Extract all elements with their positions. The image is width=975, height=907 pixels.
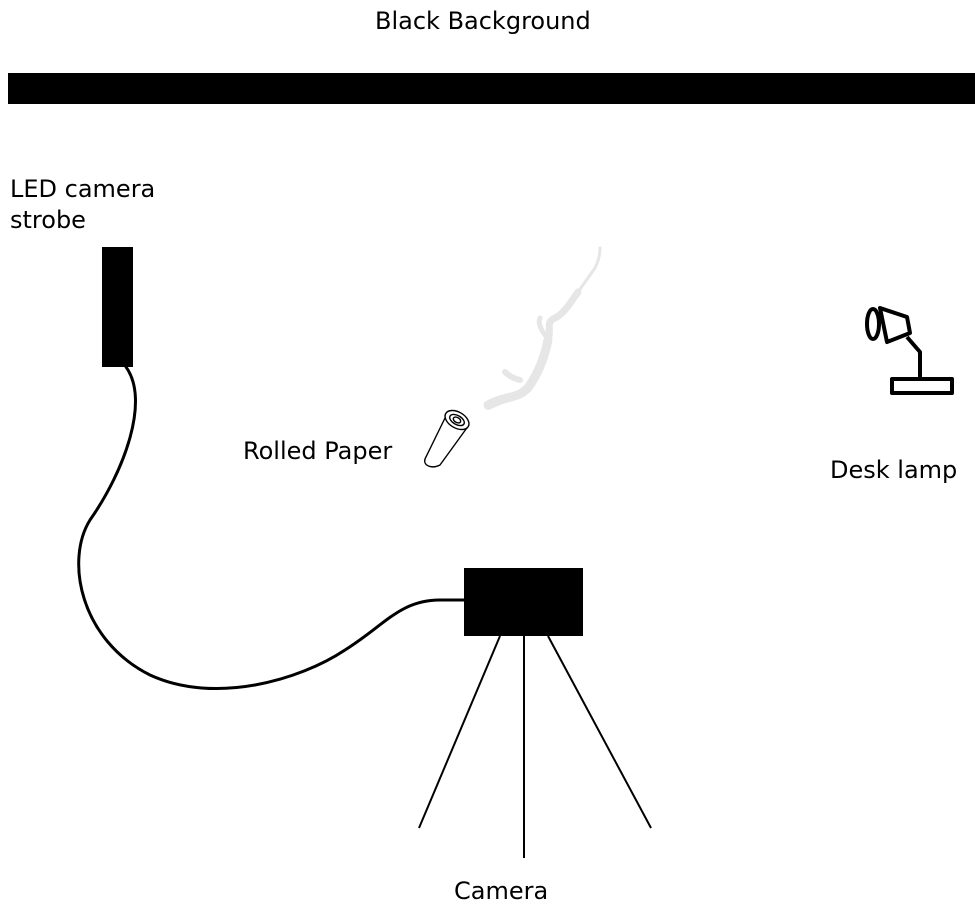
black-background-label: Black Background [375, 7, 591, 35]
desk-lamp-arm [905, 335, 922, 378]
desk-lamp-shade [878, 306, 912, 344]
led-strobe-body [102, 247, 133, 367]
smoke-plume [483, 246, 602, 410]
tripod [418, 635, 652, 858]
desk-lamp-label: Desk lamp [830, 456, 958, 484]
desk-lamp-base [890, 377, 954, 395]
rolled-paper [424, 409, 470, 468]
desk-lamp [865, 306, 954, 395]
tripod-leg-left [418, 635, 501, 829]
led-strobe-label: LED camera strobe [10, 175, 156, 234]
black-background-bar [8, 73, 975, 104]
rolled-paper-label: Rolled Paper [243, 437, 393, 465]
tripod-leg-right [547, 635, 652, 829]
camera-body [464, 568, 583, 636]
desk-lamp-shade-rim [865, 307, 881, 341]
camera-label: Camera [454, 877, 549, 905]
strobe-cable [77, 365, 467, 691]
